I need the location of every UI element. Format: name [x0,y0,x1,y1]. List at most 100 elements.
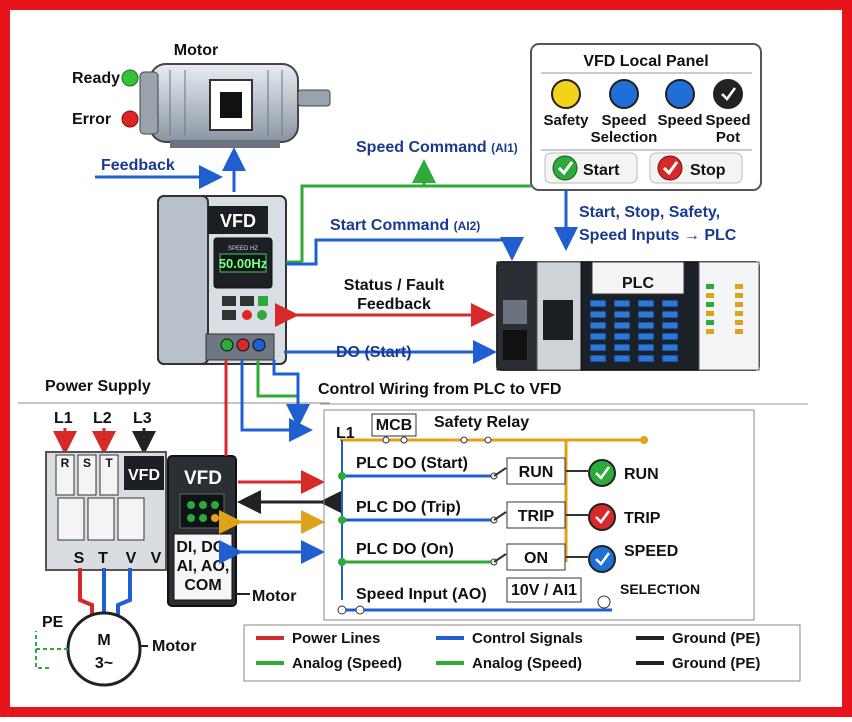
knob-1[interactable]: Safety [543,79,589,129]
plc-io-slot [589,310,607,319]
plc-io-slot [589,354,607,363]
stop-button[interactable]: Stop [649,152,743,184]
plc-io-slot [589,321,607,330]
plc-io-slot [613,321,631,330]
panel-to-plc-line2: Speed Inputs → PLC [579,227,737,244]
start-command-label: Start Command (AI2) [330,217,480,234]
legend-label: Control Signals [472,630,583,647]
indicator-lamp-label: SPEED [624,543,678,560]
legend-item: Control Signals [436,630,583,647]
terminal-r: R [61,456,70,470]
plc-io-slot [637,321,655,330]
indicator-lamp-icon [588,545,616,573]
knob-3[interactable]: Speed [657,79,703,129]
control-row: PLC DO (Start) RUN RUN [338,455,659,487]
mcb-box [371,413,417,437]
plc-led [706,311,714,316]
control-row-box-label: RUN [519,464,554,481]
legend-item: Ground (PE) [636,630,760,647]
knob-label: Speed [657,112,702,129]
panel-to-plc-line1: Start, Stop, Safety, [579,204,720,221]
vfd-box-motor-label: Motor [252,588,296,605]
indicator-lamp-label: TRIP [624,510,661,527]
legend-label: Ground (PE) [672,630,760,647]
plc-led [706,293,714,298]
vfd-box-title: VFD [184,468,222,489]
vfd-main: VFD SPEED HZ 50.00Hz [157,195,287,365]
start-check-icon [552,155,578,181]
control-row-box-label: ON [524,550,548,567]
control-wiring-title: Control Wiring from PLC to VFD [318,381,561,398]
plc-led [706,302,714,307]
vfd-box: VFD DI, DO, AI, AO, COM [167,455,237,607]
plc-io-slot [613,310,631,319]
plc-io-slot [637,299,655,308]
start-button[interactable]: Start [544,152,638,184]
terminal-bottom-4: V [151,550,162,567]
vfd-io-line3: COM [184,577,221,594]
control-row-input: PLC DO (Start) [356,455,468,472]
knob-icon [665,79,695,109]
pe-label: PE [42,614,64,631]
legend-item: Analog (Speed) [256,655,402,672]
control-l1-label: L1 [336,425,355,442]
phase-l2: L2 [93,410,112,427]
plc-led [706,284,714,289]
plc-io-slot [637,332,655,341]
plc-led [735,293,743,298]
knob-label: Safety [543,112,589,129]
knob-icon [551,79,581,109]
knob-label: Speed [705,112,750,129]
error-label: Error [72,111,111,128]
knob-icon [609,79,639,109]
vfd-small-label: VFD [128,467,160,484]
local-panel-title: VFD Local Panel [583,53,708,70]
error-indicator-icon [121,110,139,128]
plc-rack: PLC [496,261,760,371]
motor-title: Motor [174,42,218,59]
status-fault-line2: Feedback [357,296,431,313]
indicator-lamp-label: RUN [624,466,659,483]
plc-io-slot [661,354,679,363]
phase-l1: L1 [54,410,73,427]
plc-io-slot [613,299,631,308]
knob-icon [713,79,743,109]
plc-io-slot [661,332,679,341]
plc-led [735,311,743,316]
knob-label: Pot [716,129,740,146]
plc-io-slot [613,354,631,363]
plc-led [735,302,743,307]
knob-label: Selection [591,129,658,146]
legend-label: Ground (PE) [672,655,760,672]
phase-l3: L3 [133,410,152,427]
control-row-box-label: TRIP [518,508,555,525]
terminal-s: S [83,456,91,470]
motor-top: Motor [139,42,331,148]
plc-led [735,284,743,289]
plc-io-slot [637,343,655,352]
power-supply-title: Power Supply [45,378,151,395]
plc-led [735,329,743,334]
vfd-display-header: SPEED HZ [228,246,258,252]
plc-io-slot [589,332,607,341]
motor-bottom: PE M 3~ [35,611,142,687]
vfd-main-title: VFD [220,211,256,231]
legend-label: Power Lines [292,630,380,647]
legend-item: Ground (PE) [636,655,760,672]
terminal-bottom-1: S [74,550,85,567]
stop-button-label: Stop [690,162,726,179]
control-row-box [506,501,566,529]
vfd-io-line1: DI, DO, [176,539,229,556]
plc-io-slot [589,343,607,352]
indicator-lamp-icon [588,503,616,531]
knob-label: Speed [601,112,646,129]
legend-label: Analog (Speed) [292,655,402,672]
speed-command-label: Speed Command (AI1) [356,139,518,156]
